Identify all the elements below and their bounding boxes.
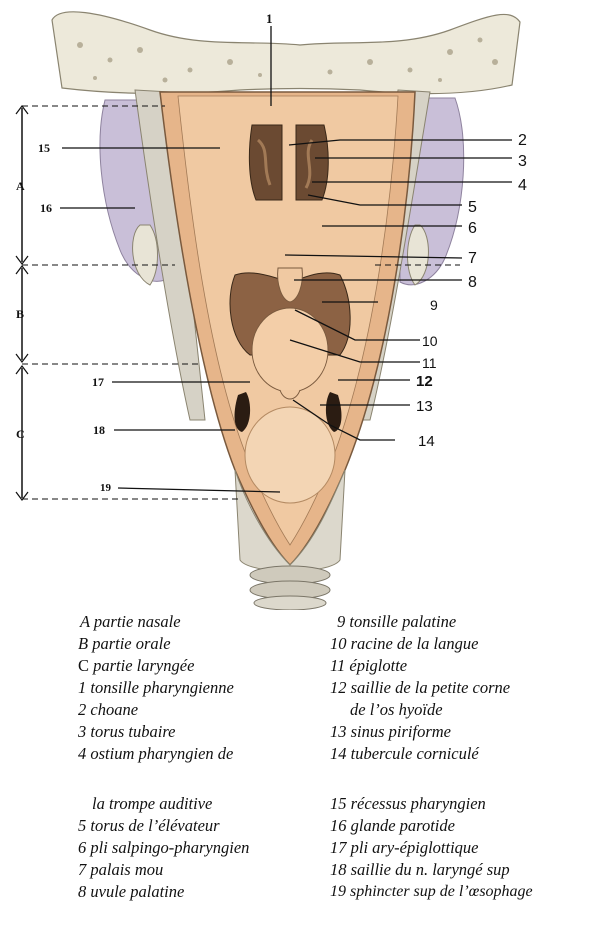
callout-16: 16 <box>40 201 52 215</box>
legend-item-1: 1 tonsille pharyngienne <box>78 678 234 698</box>
callout-7: 7 <box>468 250 477 267</box>
legend-item-4: 4 ostium pharyngien de <box>78 744 233 764</box>
legend-item-13: 13 sinus piriforme <box>330 722 451 742</box>
legend-item-6: 6 pli salpingo-pharyngien <box>78 838 249 858</box>
callout-5: 5 <box>468 199 477 216</box>
callout-18: 18 <box>93 423 105 437</box>
legend-item-12-cont: de l’os hyoïde <box>350 700 443 720</box>
legend-item-12: 12 saillie de la petite corne <box>330 678 510 698</box>
callout-15: 15 <box>38 141 50 155</box>
legend-item-c-letter: C <box>78 656 89 675</box>
legend-item-10: 10 racine de la langue <box>330 634 478 654</box>
legend-item-14: 14 tubercule corniculé <box>330 744 479 764</box>
legend-item-9: 9 tonsille palatine <box>337 612 456 632</box>
esophagus-ring-3 <box>254 596 326 610</box>
legend-item-2: 2 choane <box>78 700 138 720</box>
legend: A partie nasale B partie orale C partie … <box>0 612 608 932</box>
legend-item-b: B partie orale <box>78 634 171 654</box>
laryngeal-bulge <box>245 407 335 503</box>
legend-item-18: 18 saillie du n. laryngé sup <box>330 860 510 880</box>
styloid-left <box>133 225 158 285</box>
callout-19: 19 <box>100 482 112 494</box>
legend-item-a: A partie nasale <box>80 612 181 632</box>
legend-item-11: 11 épiglotte <box>330 656 407 676</box>
section-label-b: B <box>16 307 24 321</box>
callout-4: 4 <box>518 177 527 194</box>
callout-6: 6 <box>468 220 477 237</box>
legend-item-19: 19 sphincter sup de l’œsophage <box>330 882 533 902</box>
legend-item-4-cont: la trompe auditive <box>92 794 212 814</box>
callout-2: 2 <box>518 132 527 149</box>
callout-1: 1 <box>266 11 273 26</box>
legend-item-17: 17 pli ary-épiglottique <box>330 838 478 858</box>
legend-item-c-text: partie laryngée <box>89 656 194 675</box>
callout-8: 8 <box>468 274 477 291</box>
callout-17: 17 <box>92 375 104 389</box>
legend-item-8: 8 uvule palatine <box>78 882 184 902</box>
legend-item-16: 16 glande parotide <box>330 816 455 836</box>
legend-item-7: 7 palais mou <box>78 860 163 880</box>
section-label-c: C <box>16 427 25 441</box>
callout-13: 13 <box>416 398 433 415</box>
callout-3: 3 <box>518 153 527 170</box>
pharynx-diagram: 1 2 3 4 5 6 7 8 9 10 11 12 13 14 15 16 1… <box>0 0 608 610</box>
callout-12: 12 <box>416 373 433 390</box>
legend-item-c: C partie laryngée <box>78 656 194 676</box>
legend-item-5: 5 torus de l’élévateur <box>78 816 220 836</box>
callout-11: 11 <box>422 355 437 371</box>
legend-item-3: 3 torus tubaire <box>78 722 175 742</box>
choana-right <box>296 125 328 200</box>
callout-14: 14 <box>418 433 435 450</box>
legend-item-15: 15 récessus pharyngien <box>330 794 486 814</box>
callout-10: 10 <box>422 333 438 349</box>
callout-9: 9 <box>430 297 438 313</box>
section-label-a: A <box>16 179 25 193</box>
